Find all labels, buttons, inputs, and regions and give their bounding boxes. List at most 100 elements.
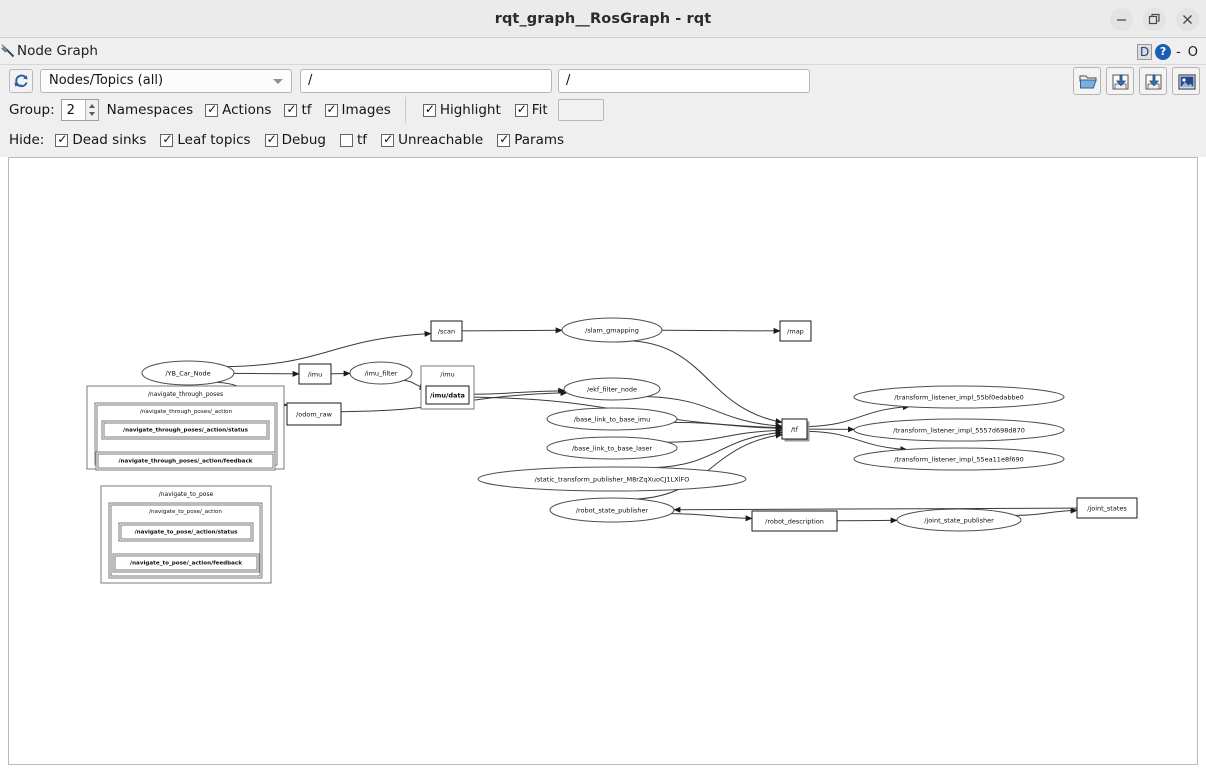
- graph-node-scan[interactable]: /scan: [430, 320, 463, 342]
- save-image-button[interactable]: [1172, 67, 1200, 95]
- namespace-filter-input[interactable]: /: [558, 69, 810, 93]
- cluster-label: /navigate_to_pose/_action/status: [135, 530, 239, 536]
- checkbox-unreachable-box[interactable]: [381, 132, 395, 147]
- graph-edge-tf-to-tl3: [806, 430, 908, 453]
- checkbox-actions-label: Actions: [222, 102, 272, 118]
- checkbox-hide-tf[interactable]: tf: [340, 132, 367, 148]
- checkbox-dead-sinks-box[interactable]: [55, 132, 69, 147]
- unlabeled-field[interactable]: [558, 99, 604, 121]
- group-spinbox[interactable]: 2: [60, 99, 99, 121]
- checkbox-highlight-box[interactable]: [422, 102, 436, 117]
- graph-node-imu_data[interactable]: /imu/data: [425, 385, 470, 405]
- graph-edge-scan-to-slam: [461, 327, 563, 334]
- graph-node-joint_states[interactable]: /joint_states: [1076, 497, 1138, 519]
- hide-label: Hide:: [9, 132, 45, 148]
- plugin-title: Node Graph: [17, 43, 98, 59]
- graph-cluster-ntpose_fb[interactable]: /navigate_to_pose/_action/feedback: [112, 553, 260, 573]
- checkbox-hide-tf-box[interactable]: [340, 133, 354, 147]
- graph-cluster-ntpose_status[interactable]: /navigate_to_pose/_action/status: [118, 522, 254, 542]
- graph-node-robot_desc[interactable]: /robot_description: [751, 510, 838, 532]
- checkbox-highlight[interactable]: Highlight: [422, 102, 501, 118]
- cluster-label: /navigate_through_poses/_action/feedback: [119, 459, 253, 465]
- graph-edge-yb_car-to-scan: [227, 330, 432, 368]
- save-dot-button[interactable]: [1106, 67, 1134, 95]
- window-title: rqt_graph__RosGraph - rqt: [494, 11, 712, 27]
- graph-node-tf[interactable]: /tf: [781, 418, 810, 442]
- toolbar-divider: [405, 97, 406, 123]
- graph-type-combobox[interactable]: Nodes/Topics (all): [40, 69, 292, 93]
- graph-node-yb_car[interactable]: /YB_Car_Node: [141, 360, 235, 386]
- node-label: /odom_raw: [296, 411, 333, 419]
- checkbox-tf-show-label: tf: [301, 102, 312, 118]
- checkbox-leaf-topics[interactable]: Leaf topics: [160, 132, 251, 148]
- cluster-label: /navigate_through_poses/_action: [140, 409, 233, 415]
- graph-edge-slam-to-tf: [632, 340, 783, 425]
- graph-edge-stp-to-tf: [653, 430, 783, 469]
- graph-canvas[interactable]: /imu/navigate_through_poses/navigate_thr…: [8, 157, 1198, 765]
- node-label: /ekf_filter_node: [587, 386, 637, 394]
- group-label: Group:: [9, 102, 55, 118]
- load-dot-button[interactable]: [1073, 67, 1101, 95]
- checkbox-images-box[interactable]: [324, 102, 338, 117]
- checkbox-unreachable[interactable]: Unreachable: [381, 132, 483, 148]
- group-value: 2: [66, 103, 75, 118]
- checkbox-debug[interactable]: Debug: [264, 132, 326, 148]
- checkbox-unreachable-label: Unreachable: [398, 132, 484, 148]
- checkbox-tf-show-box[interactable]: [284, 102, 298, 117]
- group-spinner-buttons[interactable]: [84, 100, 98, 120]
- checkbox-fit[interactable]: Fit: [514, 102, 548, 118]
- cluster-label: /navigate_to_pose: [159, 491, 214, 498]
- plugin-header-bar: Node Graph D ? - O: [0, 38, 1206, 65]
- window-close-button[interactable]: [1176, 8, 1199, 31]
- help-icon[interactable]: ?: [1155, 44, 1172, 60]
- node-label: /slam_gmapping: [585, 327, 639, 335]
- cluster-label: /navigate_through_poses: [148, 391, 223, 398]
- save-svg-button[interactable]: [1139, 67, 1167, 95]
- graph-node-stp[interactable]: /static_transform_publisher_M8rZqXuoCJ1L…: [477, 466, 747, 492]
- spinner-down-icon[interactable]: [88, 112, 95, 116]
- spinner-up-icon[interactable]: [88, 104, 95, 108]
- dock-d-badge[interactable]: D: [1137, 44, 1153, 60]
- checkbox-params-box[interactable]: [497, 132, 511, 147]
- checkbox-images[interactable]: Images: [324, 102, 391, 118]
- checkbox-fit-box[interactable]: [514, 102, 528, 117]
- checkbox-actions-box[interactable]: [205, 102, 219, 117]
- dock-close-button[interactable]: O: [1187, 44, 1198, 60]
- graph-node-tl3[interactable]: /transform_listener_impl_55ea11e8f690: [853, 447, 1065, 471]
- graph-edge-yb_car-to-imu_topic: [233, 370, 300, 377]
- checkbox-debug-box[interactable]: [264, 132, 278, 147]
- graph-edge-tf-to-tl1: [806, 404, 910, 428]
- window-minimize-button[interactable]: [1110, 8, 1133, 31]
- graph-node-bl_laser[interactable]: /base_link_to_base_laser: [546, 436, 678, 460]
- graph-node-ekf[interactable]: /ekf_filter_node: [563, 377, 661, 401]
- checkbox-hide-tf-label: tf: [357, 132, 368, 148]
- checkbox-images-label: Images: [341, 102, 391, 118]
- graph-node-bl_imu[interactable]: /base_link_to_base_imu: [546, 407, 678, 431]
- checkbox-dead-sinks[interactable]: Dead sinks: [55, 132, 146, 148]
- graph-node-jsp[interactable]: /joint_state_publisher: [896, 508, 1022, 532]
- window-maximize-button[interactable]: [1143, 8, 1166, 31]
- cluster-label: /imu: [440, 371, 454, 379]
- node-label: /static_transform_publisher_M8rZqXuoCJ1L…: [535, 476, 690, 484]
- graph-node-rsp[interactable]: /robot_state_publisher: [549, 497, 675, 523]
- node-label: /base_link_to_base_imu: [574, 416, 650, 424]
- topic-filter-input[interactable]: /: [300, 69, 552, 93]
- graph-node-tl2[interactable]: /transform_listener_impl_5557d698d870: [853, 418, 1065, 442]
- graph-node-tl1[interactable]: /transform_listener_impl_55bf0edabbe0: [853, 385, 1065, 409]
- checkbox-params[interactable]: Params: [497, 132, 564, 148]
- graph-edge-imu_data-to-ekf: [468, 387, 566, 395]
- checkbox-tf-show[interactable]: tf: [284, 102, 312, 118]
- graph-node-layer[interactable]: /YB_Car_Node/scan/slam_gmapping/map/imu/…: [141, 317, 1138, 532]
- graph-node-slam[interactable]: /slam_gmapping: [561, 317, 663, 343]
- checkbox-actions[interactable]: Actions: [205, 102, 271, 118]
- graph-cluster-ntp_fb[interactable]: /navigate_through_poses/_action/feedback: [95, 451, 276, 471]
- graph-node-imu_filter[interactable]: /imu_filter: [349, 361, 413, 385]
- ros-node-graph[interactable]: /imu/navigate_through_poses/navigate_thr…: [9, 158, 1197, 764]
- graph-node-map[interactable]: /map: [779, 320, 812, 342]
- graph-node-odom_raw[interactable]: /odom_raw: [286, 402, 342, 426]
- graph-node-imu_topic[interactable]: /imu: [298, 363, 332, 385]
- graph-cluster-ntp_status[interactable]: /navigate_through_poses/_action/status: [101, 420, 270, 440]
- checkbox-leaf-topics-box[interactable]: [160, 132, 174, 147]
- refresh-button[interactable]: [9, 69, 33, 93]
- dock-minimize-button[interactable]: -: [1176, 44, 1181, 60]
